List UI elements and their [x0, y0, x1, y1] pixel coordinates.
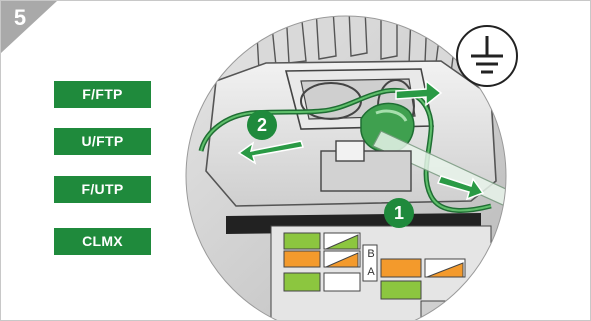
cable-type-label: F/FTP [54, 81, 151, 108]
ground-icon [455, 24, 519, 88]
step-number: 5 [8, 5, 32, 31]
cable-type-label: CLMX [54, 228, 151, 255]
pair-letter-a: A [365, 265, 377, 279]
pair-letter-b: B [365, 247, 377, 261]
callout-step-1: 1 [384, 198, 414, 228]
callout-step-2: 2 [247, 110, 277, 140]
cable-type-label: F/UTP [54, 176, 151, 203]
cable-type-label: U/FTP [54, 128, 151, 155]
